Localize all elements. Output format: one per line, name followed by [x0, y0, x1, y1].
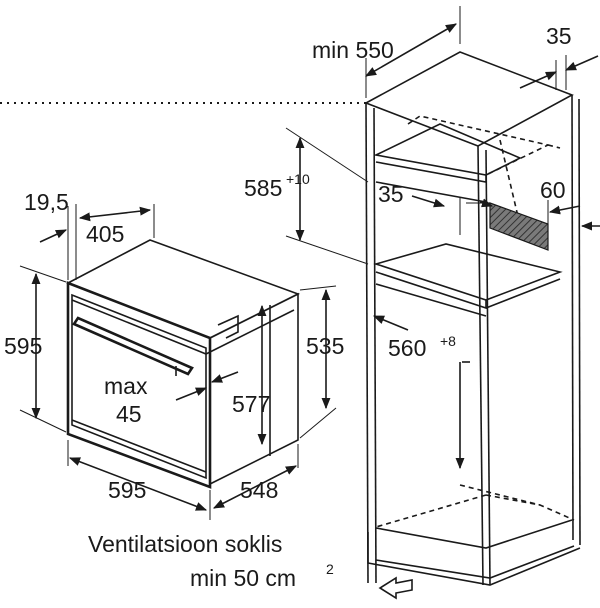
label-niche-width-tolerance: +8	[440, 333, 456, 349]
label-handle-max-value: 45	[116, 401, 142, 427]
label-niche-side: 35	[546, 23, 572, 49]
label-niche-height-tolerance: +10	[286, 171, 310, 187]
label-niche-height: 585	[244, 175, 282, 201]
label-front-thickness: 19,5	[24, 189, 69, 215]
label-oven-height: 595	[4, 333, 42, 359]
airflow-arrow	[378, 576, 413, 600]
door-handle	[72, 316, 194, 376]
label-oven-width: 595	[108, 477, 146, 503]
dimension-lines	[19, 6, 600, 600]
label-body-depth: 405	[86, 221, 124, 247]
label-niche-depth: min 550	[312, 37, 394, 63]
label-shelf-offset: 35	[378, 181, 404, 207]
label-oven-depth: 548	[240, 477, 278, 503]
tall-cabinet	[0, 51, 581, 586]
oven-front	[66, 281, 212, 489]
label-body-height: 535	[306, 333, 344, 359]
label-handle-max: max	[104, 373, 148, 399]
label-vent-depth: 60	[540, 177, 566, 203]
label-inner-height: 577	[232, 391, 270, 417]
ventilation-note-line2: min 50 cm	[190, 565, 296, 591]
ventilation-note-sup: 2	[326, 561, 334, 577]
oven	[66, 239, 301, 489]
cabinet-top	[364, 51, 574, 147]
rear-ventilation-slot	[489, 202, 549, 251]
ventilation-note: Ventilatsioon soklis min 50 cm 2	[88, 531, 334, 591]
upper-shelf	[373, 123, 522, 176]
niche-floor	[373, 243, 563, 301]
oven-top	[66, 239, 301, 339]
ventilation-note-line1: Ventilatsioon soklis	[88, 531, 282, 557]
dimension-labels: min 550 35 585 +10 35 60 560 +8 19,5 405…	[4, 23, 572, 503]
label-niche-width: 560	[388, 335, 426, 361]
